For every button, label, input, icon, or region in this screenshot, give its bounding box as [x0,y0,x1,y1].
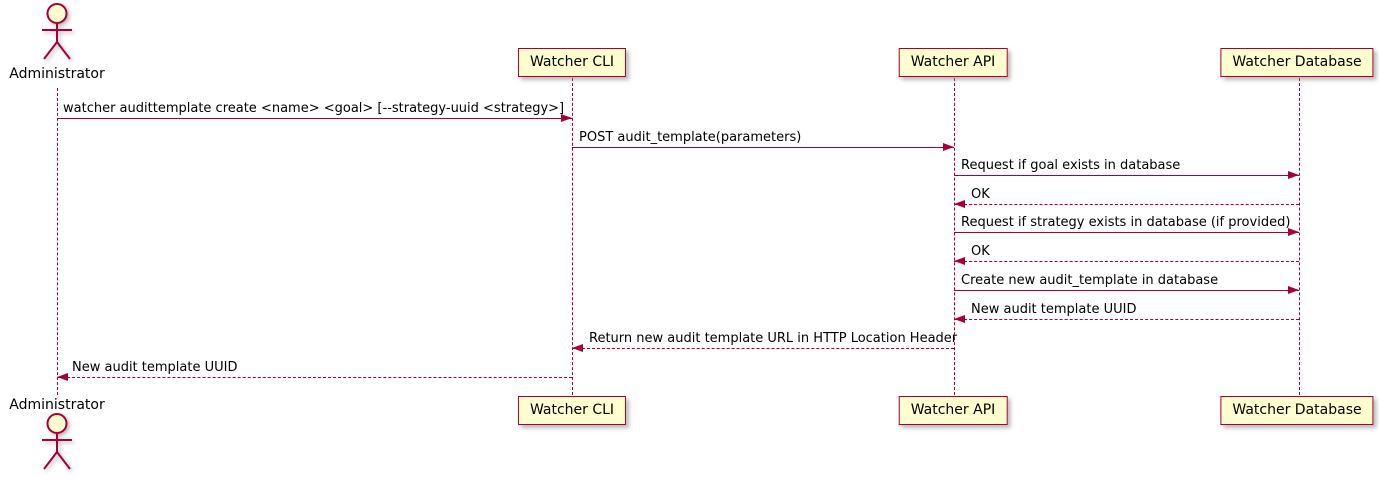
administrator-actor-icon-bottom [42,413,72,470]
message-line-5 [954,232,1299,233]
arrowhead-right-icon [943,143,954,151]
arrowhead-right-icon [561,114,572,122]
actor-label-top: Administrator [9,66,105,82]
arrowhead-left-icon [954,200,965,208]
lifeline-watcher-database [1298,78,1300,395]
message-label-5: Request if strategy exists in database (… [961,215,1291,230]
message-line-8 [954,319,1299,320]
message-label-4: OK [971,187,990,202]
message-line-9 [572,348,954,349]
message-label-1: watcher audittemplate create <name> <goa… [63,101,565,116]
message-line-3 [954,175,1299,176]
message-line-6 [954,261,1299,262]
message-line-7 [954,290,1299,291]
message-label-2: POST audit_template(parameters) [579,130,802,145]
arrowhead-left-icon [572,344,583,352]
arrowhead-left-icon [57,373,68,381]
arrowhead-left-icon [954,257,965,265]
lifeline-administrator [56,88,58,395]
message-label-9: Return new audit template URL in HTTP Lo… [589,331,958,346]
participant-watcher-cli-top: Watcher CLI [517,48,627,77]
arrowhead-right-icon [1288,171,1299,179]
message-label-7: Create new audit_template in database [961,273,1219,288]
message-label-3: Request if goal exists in database [961,158,1181,173]
message-label-8: New audit template UUID [971,302,1137,317]
lifeline-watcher-cli [571,78,573,395]
arrowhead-right-icon [1288,286,1299,294]
message-line-10 [57,377,572,378]
participant-watcher-cli-bottom: Watcher CLI [517,396,627,425]
message-line-1 [57,118,572,119]
message-label-10: New audit template UUID [72,360,238,375]
actor-label-bottom: Administrator [9,397,105,413]
arrowhead-right-icon [1288,228,1299,236]
participant-watcher-api-top: Watcher API [898,48,1008,77]
message-line-4 [954,204,1299,205]
message-line-2 [572,147,954,148]
lifeline-watcher-api [953,78,955,395]
participant-watcher-database-bottom: Watcher Database [1220,396,1374,425]
arrowhead-left-icon [954,315,965,323]
administrator-actor-icon [42,3,72,60]
participant-watcher-api-bottom: Watcher API [898,396,1008,425]
participant-watcher-database-top: Watcher Database [1220,48,1374,77]
message-label-6: OK [971,244,990,259]
